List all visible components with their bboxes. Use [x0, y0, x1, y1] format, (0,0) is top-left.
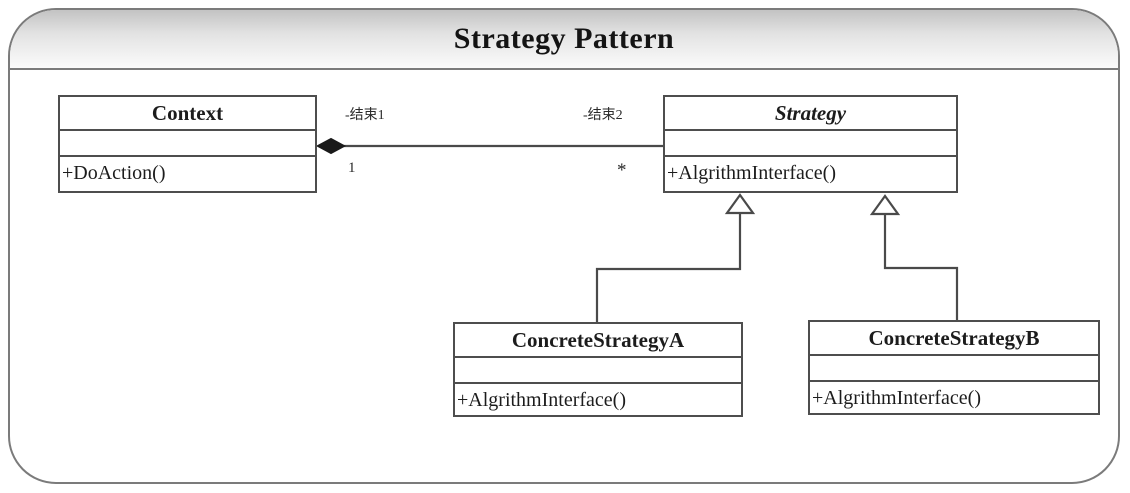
generalization-line-a[interactable]	[595, 213, 742, 322]
class-context-name: Context	[60, 97, 315, 131]
class-concrete-strategy-a-name: ConcreteStrategyA	[455, 324, 741, 358]
generalization-triangle-a-icon	[724, 193, 756, 215]
class-strategy-methods: +AlgrithmInterface()	[667, 162, 836, 184]
diagram-title: Strategy Pattern	[453, 22, 675, 55]
class-concrete-strategy-b-methods: +AlgrithmInterface()	[812, 387, 981, 409]
class-context-methods: +DoAction()	[62, 162, 166, 184]
generalization-triangle-b-icon	[869, 194, 901, 216]
class-strategy[interactable]: Strategy +AlgrithmInterface()	[663, 95, 958, 193]
class-context-attributes	[60, 131, 315, 157]
class-concrete-strategy-a-methods: +AlgrithmInterface()	[457, 389, 626, 411]
association-role-context-end: -结束1	[345, 108, 385, 123]
class-strategy-attributes	[665, 131, 956, 157]
association-multiplicity-context-end: 1	[348, 160, 356, 176]
class-strategy-name: Strategy	[665, 97, 956, 131]
class-concrete-strategy-b-attributes	[810, 356, 1098, 382]
aggregation-diamond-icon	[315, 137, 347, 155]
association-multiplicity-strategy-end: *	[617, 160, 627, 181]
class-concrete-strategy-b-name: ConcreteStrategyB	[810, 322, 1098, 356]
diagram-header: Strategy Pattern	[10, 10, 1118, 70]
class-concrete-strategy-a-attributes	[455, 358, 741, 384]
class-concrete-strategy-a[interactable]: ConcreteStrategyA +AlgrithmInterface()	[453, 322, 743, 417]
class-concrete-strategy-b[interactable]: ConcreteStrategyB +AlgrithmInterface()	[808, 320, 1100, 415]
association-role-strategy-end: -结束2	[583, 108, 623, 123]
generalization-line-b[interactable]	[883, 214, 959, 320]
class-context[interactable]: Context +DoAction()	[58, 95, 317, 193]
